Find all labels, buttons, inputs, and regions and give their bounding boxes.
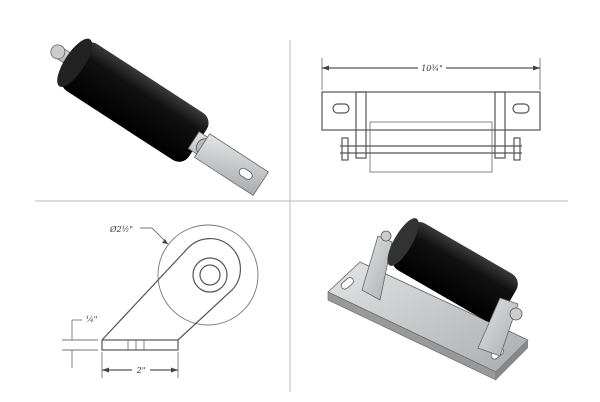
isometric-roller-view — [50, 38, 269, 196]
front-view: 10¾" — [321, 58, 541, 173]
length-dimension: 10¾" — [421, 64, 443, 73]
thickness-dimension: ¼" — [86, 315, 97, 324]
side-view: Ø2½" ¼" 2" — [62, 224, 259, 378]
width-dimension: 2" — [136, 366, 146, 375]
isometric-assembly-view — [327, 218, 529, 381]
diameter-dimension: Ø2½" — [109, 225, 133, 234]
